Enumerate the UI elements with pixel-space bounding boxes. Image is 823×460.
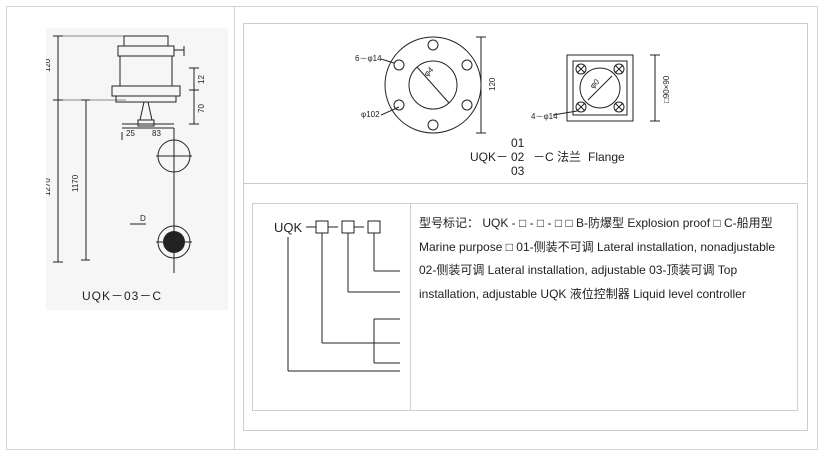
model-code-diagram: UQK [274,220,400,372]
model-code-table [252,203,798,411]
page-frame [6,6,818,450]
flange-word: Flange [588,150,625,164]
level-controller-svg: 120 12 70 25 83 1270 1170 D [43,35,206,273]
flange-svg: 6－φ14 φ102 φ4 120 4－φ14 φ0 □90×90 UQK－ 0… [355,36,671,178]
dim-83: 83 [152,129,161,138]
right-content-box [243,23,808,431]
level-controller-drawing: 120 12 70 25 83 1270 1170 D [43,28,228,310]
column-divider [234,6,235,450]
square-flange-holes-label: 4－φ14 [531,112,558,121]
flange-model-option-02: 02 [511,150,525,164]
dim-70: 70 [197,104,206,113]
section-divider [243,183,808,184]
dim-1270: 1270 [46,178,52,196]
dim-25: 25 [126,129,135,138]
flange-model-option-03: 03 [511,164,525,178]
dim-1170: 1170 [71,174,80,192]
flange-model-option-01: 01 [511,136,525,150]
flange-model-prefix: UQK－ [470,150,508,164]
round-flange-holes-label: 6－φ14 [355,54,382,63]
model-description: 型号标记： UQK - □ - □ - □ □ B-防爆型 Explosion … [419,216,776,301]
drawing-caption: UQK－03－C [82,289,163,303]
square-flange-size-label: □90×90 [662,75,671,103]
round-flange-bore-label: φ4 [422,65,436,79]
flange-model-suffix: －C 法兰 [533,150,581,164]
round-flange-pcd-label: φ102 [361,110,380,119]
dim-12: 12 [197,75,206,84]
dim-120: 120 [46,58,52,72]
table-column-divider [410,203,411,411]
flange-drawing: 6－φ14 φ102 φ4 120 4－φ14 φ0 □90×90 UQK－ 0… [243,23,808,183]
model-code-label: UQK [274,220,303,235]
dim-d: D [140,214,146,223]
round-flange-width-label: 120 [488,77,497,91]
